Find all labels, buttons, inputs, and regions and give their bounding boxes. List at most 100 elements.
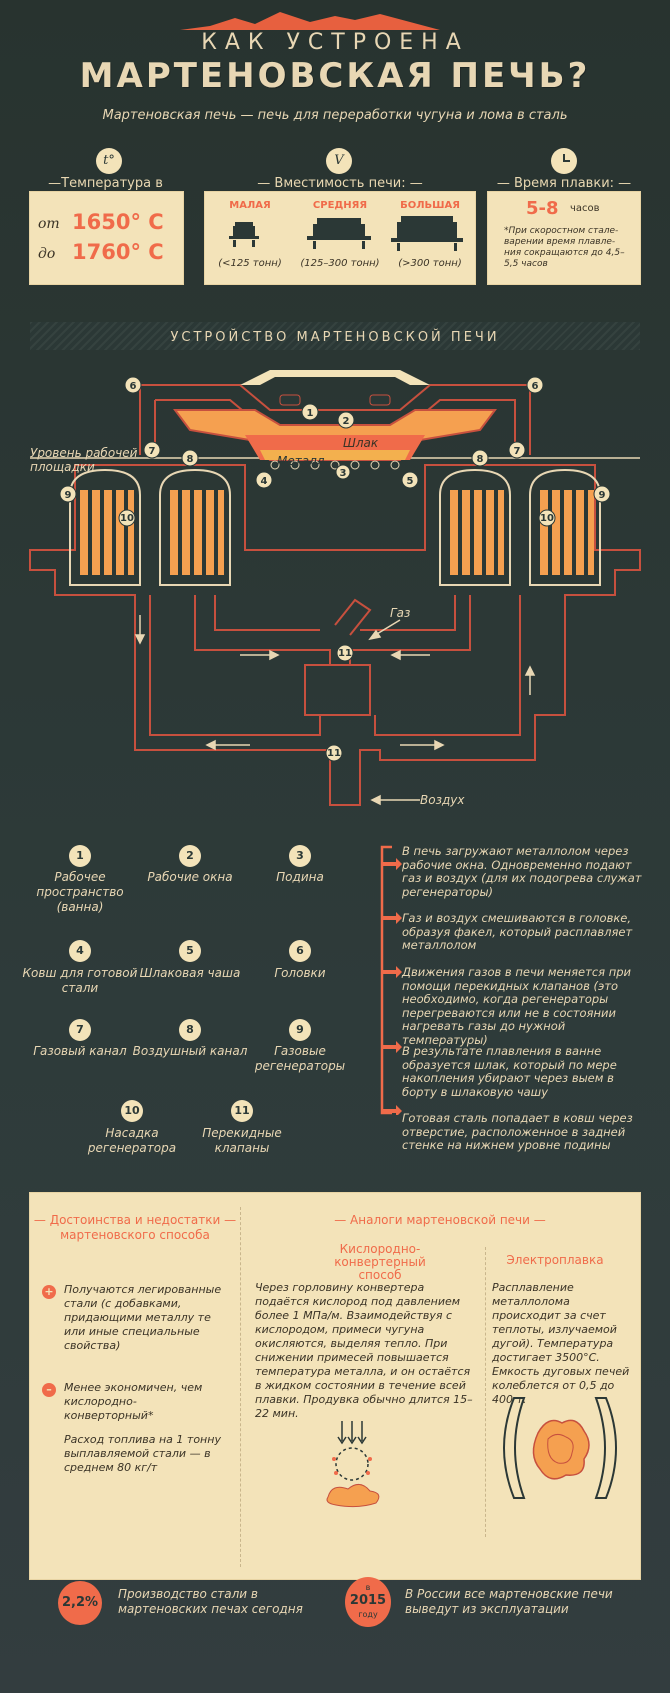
section-title-band <box>30 322 640 350</box>
legend-number: 11 <box>231 1100 253 1122</box>
legend-label: Шлаковая чаша <box>139 966 241 980</box>
year-text: В России все мартеновские печи выведут и… <box>405 1587 613 1616</box>
time-unit: часов <box>570 203 600 214</box>
plus-icon: + <box>42 1285 56 1299</box>
time-title: — Время плавки: — <box>496 176 632 191</box>
svg-text:7: 7 <box>514 446 521 457</box>
furnace-size-icons <box>229 216 463 251</box>
legend-number: 5 <box>179 940 201 962</box>
legend-label: Рабочее пространство (ванна) <box>36 870 124 914</box>
oxygen-title: Кислородно-конвертерный способ <box>334 1242 426 1282</box>
legend-label: Ковш для готовой стали <box>22 966 138 995</box>
pros-cons-title-line2: мартеновского способа <box>60 1228 210 1242</box>
svg-text:10: 10 <box>120 513 134 524</box>
diagram-number-markers: 1 2 3 4 5 6 6 7 7 8 8 9 9 10 10 11 11 <box>59 376 611 762</box>
card-divider <box>240 1207 241 1567</box>
step-5: Готовая сталь попадает в ковш через отве… <box>402 1111 633 1152</box>
capacity-title: — Вместимость печи: — <box>257 176 423 191</box>
legend-number: 2 <box>179 845 201 867</box>
steps-bracket <box>380 845 402 1115</box>
minus-text: Менее экономичен, чем кислородно-конверт… <box>64 1381 203 1422</box>
temperature-from-prefix: от <box>38 216 60 232</box>
svg-text:5: 5 <box>407 476 414 487</box>
svg-text:3: 3 <box>340 468 347 479</box>
time-card: 5-8 часов *При скоростном стале-варении … <box>488 192 640 284</box>
gas-label: Газ <box>390 606 411 620</box>
clock-icon <box>551 148 577 174</box>
electro-text: Расплавление металлолома происходит за с… <box>492 1281 630 1406</box>
share-text: Производство стали в мартеновских печах … <box>118 1587 303 1616</box>
legend-number: 10 <box>121 1100 143 1122</box>
temperature-to-prefix: до <box>38 246 56 262</box>
metal-label: Металл <box>277 454 325 468</box>
regenerator-left-inner <box>159 468 231 586</box>
level-label-line2: площадки <box>30 460 95 474</box>
legend-number: 9 <box>289 1019 311 1041</box>
thermometer-icon: t° <box>96 148 122 174</box>
legend-label: Рабочие окна <box>147 870 233 884</box>
analogs-title: — Аналоги мартеновской печи — <box>334 1213 546 1227</box>
step-1: В печь загружают металлолом через рабочи… <box>402 844 642 899</box>
converter-illustration <box>326 1421 380 1508</box>
capacity-large-label: БОЛЬШАЯ <box>400 200 460 211</box>
legend-label: Подина <box>276 870 324 884</box>
svg-text:1: 1 <box>307 408 314 419</box>
svg-text:6: 6 <box>130 381 137 392</box>
year-prefix: в <box>365 1583 371 1592</box>
legend-label: Головки <box>274 966 326 980</box>
capacity-small-label: МАЛАЯ <box>229 200 271 211</box>
legend-number: 4 <box>69 940 91 962</box>
capacity-large-value: (>300 тонн) <box>398 258 462 269</box>
electric-arc-illustration <box>503 1397 617 1499</box>
temperature-to-value: 1760° С <box>72 240 164 264</box>
legend-label: Воздушный канал <box>132 1044 248 1058</box>
svg-text:10: 10 <box>540 513 554 524</box>
oxygen-text: Через горловину конвертера подаётся кисл… <box>255 1281 473 1420</box>
analogs-divider <box>485 1247 486 1537</box>
svg-text:9: 9 <box>65 490 72 501</box>
svg-text:8: 8 <box>187 454 194 465</box>
capacity-medium-value: (125–300 тонн) <box>300 258 380 269</box>
legend-number: 1 <box>69 845 91 867</box>
minus-icon: – <box>42 1383 56 1397</box>
legend-number: 3 <box>289 845 311 867</box>
regenerator-left-outer <box>69 468 141 586</box>
year-badge: в 2015 году <box>345 1577 391 1627</box>
legend-label: Газовые регенераторы <box>254 1044 346 1073</box>
temperature-from-value: 1650° С <box>72 210 164 234</box>
svg-text:11: 11 <box>327 748 341 759</box>
slag-label: Шлак <box>343 436 379 450</box>
year-suffix: году <box>358 1610 378 1619</box>
medium-furnace-icon <box>307 218 371 249</box>
legend-number: 7 <box>69 1019 91 1041</box>
device-section-title: УСТРОЙСТВО МАРТЕНОВСКОЙ ПЕЧИ <box>170 330 500 345</box>
capacity-card: МАЛАЯ СРЕДНЯЯ БОЛЬШАЯ (<125 тонн) (125–3… <box>205 192 475 284</box>
mountain-decoration <box>180 12 440 30</box>
svg-text:2: 2 <box>343 416 350 427</box>
time-value: 5-8 <box>526 198 559 219</box>
title-line-1: КАК УСТРОЕНА <box>201 30 469 55</box>
legend-number: 8 <box>179 1019 201 1041</box>
capacity-medium-label: СРЕДНЯЯ <box>312 200 368 211</box>
legend-number: 6 <box>289 940 311 962</box>
svg-text:4: 4 <box>261 476 268 487</box>
small-furnace-icon <box>229 222 259 247</box>
year-value: 2015 <box>349 1593 387 1608</box>
level-label-line1: Уровень рабочей <box>30 446 138 460</box>
pros-cons-title-line1: — Достоинства и недостатки — <box>33 1213 237 1227</box>
step-4: В результате плавления в ванне образуетс… <box>402 1044 617 1099</box>
svg-text:8: 8 <box>477 454 484 465</box>
volume-icon: V <box>326 148 352 174</box>
legend-label: Перекидные клапаны <box>202 1126 282 1155</box>
svg-text:6: 6 <box>532 381 539 392</box>
legend-label: Газовый канал <box>33 1044 127 1058</box>
title-line-2: МАРТЕНОВСКАЯ ПЕЧЬ? <box>79 56 591 96</box>
step-2: Газ и воздух смешиваются в головке, обра… <box>402 911 633 952</box>
svg-text:11: 11 <box>338 648 352 659</box>
regenerator-right-outer <box>529 468 601 586</box>
fuel-note: Расход топлива на 1 тонну выплавляемой с… <box>64 1433 221 1474</box>
share-badge: 2,2% <box>58 1581 102 1625</box>
large-furnace-icon <box>391 216 463 251</box>
subtitle: Мартеновская печь — печь для переработки… <box>102 108 568 123</box>
